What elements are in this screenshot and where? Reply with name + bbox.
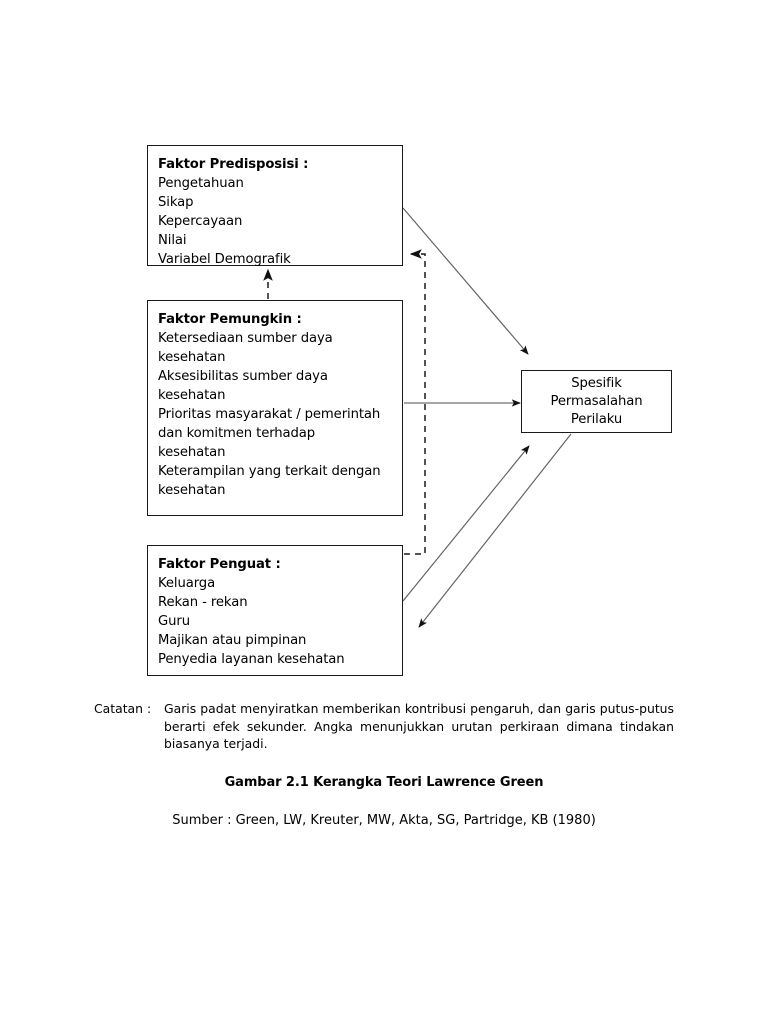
figure-title: Gambar 2.1 Kerangka Teori Lawrence Green [224, 774, 544, 790]
box-item: dan komitmen terhadap [158, 426, 316, 441]
box-item: kesehatan [158, 350, 226, 365]
figure-source: Sumber : Green, LW, Kreuter, MW, Akta, S… [172, 812, 596, 828]
box-item: Spesifik [571, 375, 622, 391]
note-body: Garis padat menyiratkan memberikan kontr… [164, 701, 674, 751]
box-title: Faktor Pemungkin : [158, 312, 302, 327]
box-item: Kepercayaan [158, 214, 243, 229]
box-item: Ketersediaan sumber daya [158, 331, 333, 346]
box-item: Perilaku [570, 411, 623, 427]
box-faktor-penguat: Faktor Penguat : Keluarga Rekan - rekan … [147, 545, 403, 676]
box-item: Pengetahuan [158, 176, 244, 191]
box-title: Faktor Predisposisi : [158, 157, 309, 172]
box-content: Faktor Penguat : Keluarga Rekan - rekan … [148, 546, 402, 669]
box-faktor-predisposisi: Faktor Predisposisi : Pengetahuan Sikap … [147, 145, 403, 269]
box-item: Variabel Demografik [158, 252, 291, 267]
box-item: kesehatan [158, 483, 226, 498]
box-item: Keterampilan yang terkait dengan [158, 464, 381, 479]
connector-penguat-to-predisposisi [404, 249, 426, 555]
box-item: Rekan - rekan [158, 595, 248, 610]
caption-area: Catatan : Garis padat menyiratkan member… [0, 700, 768, 828]
box-spesifik-permasalahan-perilaku: Spesifik Permasalahan Perilaku [521, 370, 672, 433]
box-content: Faktor Predisposisi : Pengetahuan Sikap … [148, 146, 402, 269]
connector-spesifik-to-penguat [418, 433, 572, 628]
connector-penguat-to-spesifik [402, 445, 530, 602]
box-item: Prioritas masyarakat / pemerintah [158, 407, 381, 422]
box-item: kesehatan [158, 445, 226, 460]
connector-predisposisi-to-spesifik [402, 207, 529, 355]
box-item: Majikan atau pimpinan [158, 633, 307, 648]
box-faktor-pemungkin: Faktor Pemungkin : Ketersediaan sumber d… [147, 300, 403, 516]
box-item: Nilai [158, 233, 187, 248]
box-item: Aksesibilitas sumber daya [158, 369, 328, 384]
box-content: Faktor Pemungkin : Ketersediaan sumber d… [148, 301, 402, 500]
box-item: kesehatan [158, 388, 226, 403]
box-item: Permasalahan [550, 393, 643, 409]
box-item: Keluarga [158, 576, 216, 591]
box-item: Guru [158, 614, 190, 629]
box-title: Faktor Penguat : [158, 557, 281, 572]
box-item: Sikap [158, 195, 194, 210]
note-label: Catatan : [94, 701, 152, 716]
box-item: Penyedia layanan kesehatan [158, 652, 345, 667]
figure-note: Catatan : Garis padat menyiratkan member… [94, 700, 674, 753]
box-content: Spesifik Permasalahan Perilaku [550, 375, 642, 429]
